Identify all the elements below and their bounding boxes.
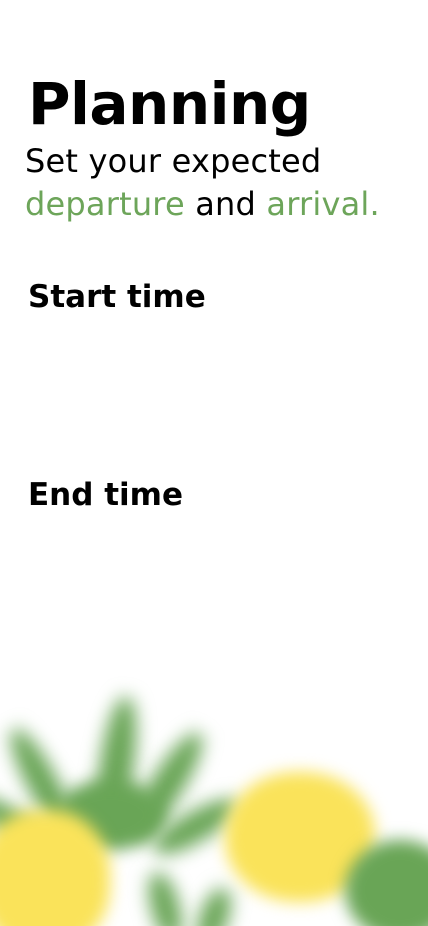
leaf-cluster-icon: [0, 722, 84, 843]
subtitle-prefix: Set your expected: [25, 142, 322, 180]
end-time-picker[interactable]: [28, 521, 400, 631]
page-subtitle: Set your expected departure and arrival.: [25, 140, 425, 226]
leaf-icon: [90, 693, 144, 838]
leaf-base-icon: [55, 780, 165, 850]
leaf-cluster-icon: [345, 840, 428, 926]
start-time-picker[interactable]: [28, 323, 400, 433]
leaf-icon: [190, 883, 238, 926]
pineapple-right-icon: [225, 772, 375, 902]
end-time-label: End time: [28, 477, 183, 513]
subtitle-connector: and: [195, 185, 257, 223]
subtitle-arrival: arrival.: [266, 185, 380, 223]
pineapple-left-icon: [0, 810, 110, 926]
subtitle-departure: departure: [25, 185, 185, 223]
background-decoration: [0, 660, 428, 926]
leaf-icon: [122, 724, 214, 844]
page-title: Planning: [28, 70, 311, 138]
leaf-icon: [0, 786, 58, 862]
start-time-label: Start time: [28, 279, 206, 315]
leaf-icon: [147, 789, 245, 863]
leaf-icon: [142, 868, 188, 926]
